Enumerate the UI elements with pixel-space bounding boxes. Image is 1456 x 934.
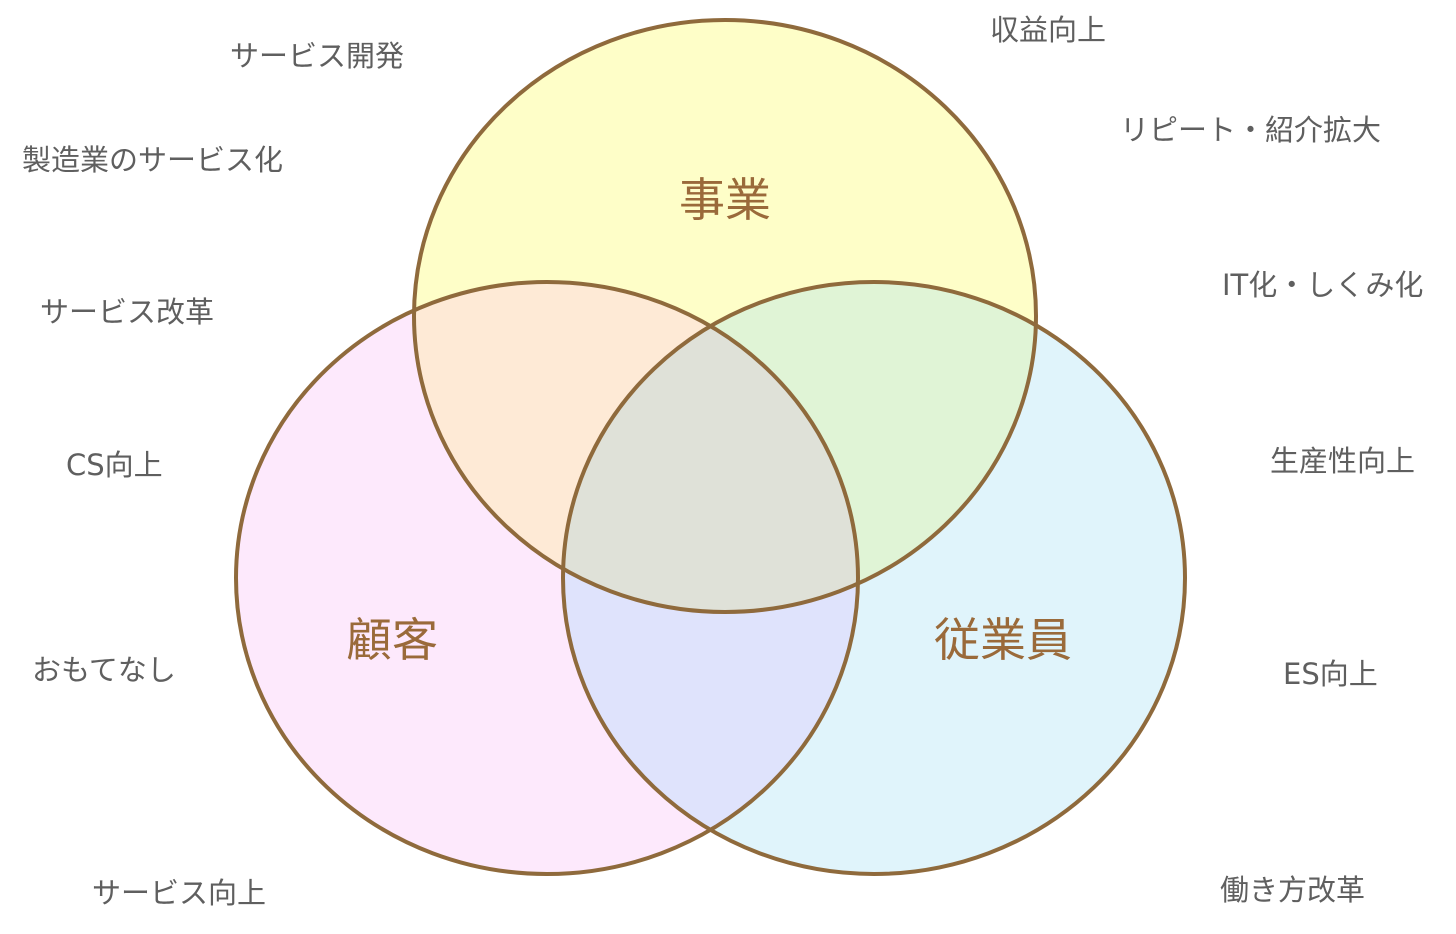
keyword-cs-improvement: CS向上 bbox=[66, 448, 163, 482]
business-label: 事業 bbox=[679, 173, 771, 227]
keyword-service-improvement: サービス向上 bbox=[92, 876, 267, 910]
keyword-service-development: サービス開発 bbox=[230, 39, 405, 73]
keyword-service-reform: サービス改革 bbox=[40, 295, 215, 329]
employee-label: 従業員 bbox=[934, 613, 1072, 667]
customer-circle-outline bbox=[234, 280, 860, 876]
keyword-omotenashi: おもてなし bbox=[32, 653, 176, 687]
employee-circle-outline bbox=[561, 280, 1187, 876]
keyword-servitization: 製造業のサービス化 bbox=[22, 143, 284, 177]
business-circle-outline bbox=[412, 18, 1038, 614]
keyword-work-style-reform: 働き方改革 bbox=[1220, 873, 1366, 907]
keyword-es-improvement: ES向上 bbox=[1283, 657, 1378, 691]
keyword-revenue-improvement: 収益向上 bbox=[990, 13, 1107, 47]
keyword-it-systemization: IT化・しくみ化 bbox=[1222, 268, 1424, 302]
overlap-center bbox=[563, 282, 858, 612]
keyword-productivity: 生産性向上 bbox=[1270, 444, 1416, 478]
customer-label: 顧客 bbox=[346, 613, 438, 667]
keyword-repeat-referral: リピート・紹介拡大 bbox=[1120, 113, 1382, 147]
